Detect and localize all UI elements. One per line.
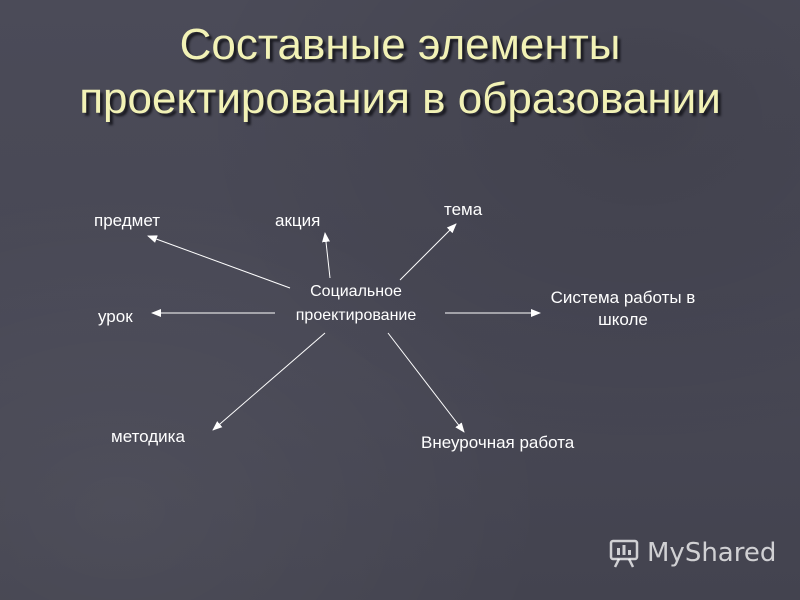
node-metodika: методика (111, 427, 185, 446)
node-akciya: акция (275, 211, 321, 230)
node-sistema-line-1: Система работы в (550, 288, 696, 307)
arrow-to-metodika (212, 332, 326, 431)
arrow-to-tema (399, 223, 457, 281)
watermark-text: MyShared (647, 538, 777, 568)
arrow-to-predmet (147, 235, 291, 289)
arrow-to-vneurochnaya (387, 332, 465, 433)
title-line-1: Составные элементы (179, 20, 621, 69)
title-line-2: проектирования в образовании (79, 74, 721, 123)
node-tema: тема (444, 200, 483, 219)
node-predmet: предмет (94, 211, 161, 230)
watermark: MyShared (607, 536, 776, 570)
arrow-to-akciya (322, 232, 331, 279)
node-sistema-line-2: школе (598, 310, 648, 329)
node-vneurochnaya: Внеурочная работа (421, 433, 575, 452)
center-node-line-1: Социальное (310, 283, 402, 300)
presentation-board-icon (609, 539, 639, 568)
center-node-line-2: проектирование (295, 307, 417, 324)
node-urok: урок (98, 307, 133, 326)
node-sistema: Система работы в школе (533, 287, 713, 331)
center-node: Социальное проектирование (278, 280, 434, 328)
slide-title: Составные элементы проектирования в обра… (0, 18, 800, 126)
